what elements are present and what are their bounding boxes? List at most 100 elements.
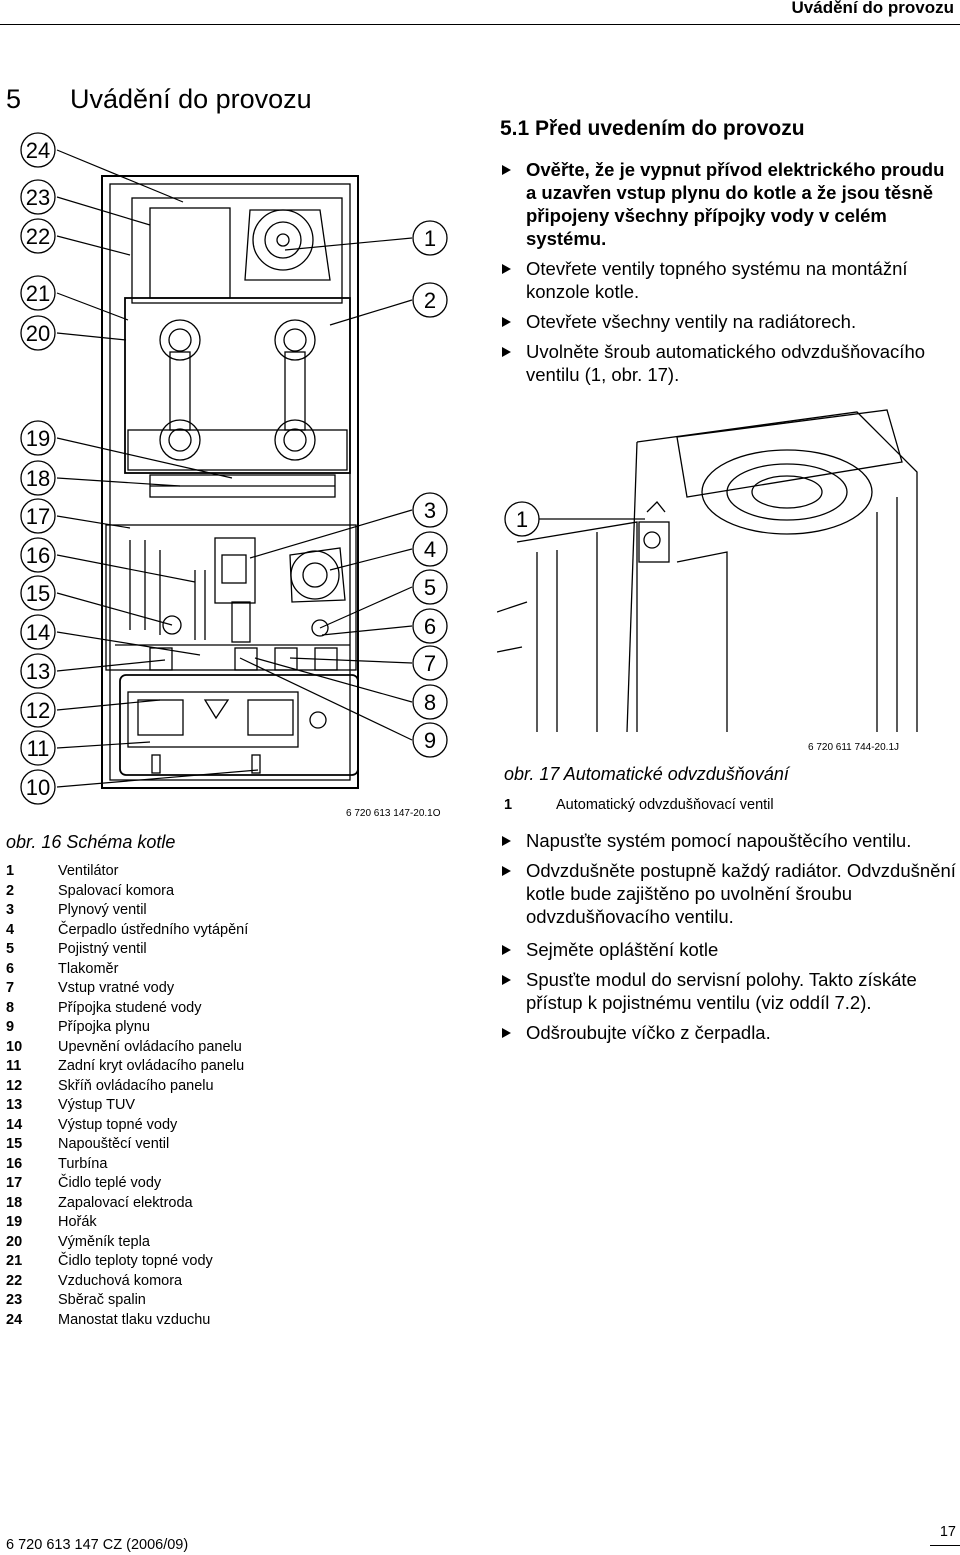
svg-text:20: 20 bbox=[26, 321, 50, 346]
fig16-code: 6 720 613 147-20.1O bbox=[346, 808, 441, 819]
legend-number: 21 bbox=[6, 1253, 23, 1269]
legend-number: 16 bbox=[6, 1155, 23, 1172]
svg-text:9: 9 bbox=[424, 728, 436, 753]
callout-19: 19 bbox=[20, 420, 56, 456]
running-header-title: Uvádění do provozu bbox=[791, 0, 954, 17]
legend-item: 16 Turbína bbox=[6, 1156, 248, 1176]
legend-number: 3 bbox=[6, 902, 15, 918]
svg-text:8: 8 bbox=[424, 690, 436, 715]
bullet-item: Sejměte opláštění kotle bbox=[500, 938, 958, 961]
subsection-title: 5.1 Před uvedením do provozu bbox=[500, 117, 805, 140]
legend-text: Výměník tepla bbox=[58, 1233, 150, 1250]
fig17-caption: obr. 17 Automatické odvzdušňování bbox=[504, 764, 789, 784]
legend-text: Turbína bbox=[58, 1155, 108, 1172]
svg-text:7: 7 bbox=[424, 651, 436, 676]
callout-20: 20 bbox=[20, 315, 56, 351]
svg-text:19: 19 bbox=[26, 426, 50, 451]
callout-13: 13 bbox=[20, 653, 56, 689]
bullet-item: Otevřete všechny ventily na radiátorech. bbox=[500, 310, 958, 333]
legend-item: 18 Zapalovací elektroda bbox=[6, 1195, 248, 1215]
legend-number: 19 bbox=[6, 1214, 23, 1230]
legend-item: 3 Plynový ventil bbox=[6, 902, 248, 922]
legend-item: 19 Hořák bbox=[6, 1214, 248, 1234]
legend-number: 12 bbox=[6, 1077, 23, 1094]
header-rule bbox=[0, 24, 960, 25]
legend-number: 9 bbox=[6, 1019, 15, 1035]
legend-text: Napouštěcí ventil bbox=[58, 1136, 170, 1152]
callout-8: 8 bbox=[412, 684, 448, 720]
fig17-code: 6 720 611 744-20.1J bbox=[808, 742, 900, 753]
legend-text: Sběrač spalin bbox=[58, 1292, 146, 1308]
callout-9: 9 bbox=[412, 722, 448, 758]
legend-item: 20 Výměník tepla bbox=[6, 1234, 248, 1254]
legend-text: Čerpadlo ústředního vytápění bbox=[58, 921, 249, 938]
legend-item: 13 Výstup TUV bbox=[6, 1097, 248, 1117]
legend-number: 18 bbox=[6, 1194, 23, 1211]
bullet-item: Odvzdušněte postupně každý radiátor. Odv… bbox=[500, 859, 958, 928]
legend-text: Výstup TUV bbox=[58, 1097, 136, 1113]
legend-number: 14 bbox=[6, 1116, 23, 1133]
legend-text: Výstup topné vody bbox=[58, 1116, 178, 1133]
legend-text: Plynový ventil bbox=[58, 902, 147, 918]
bullet-item: Napusťte systém pomocí napouštěcího vent… bbox=[500, 829, 958, 852]
svg-text:18: 18 bbox=[26, 466, 50, 491]
legend-item: 14 Výstup topné vody bbox=[6, 1117, 248, 1137]
svg-text:17: 17 bbox=[26, 504, 50, 529]
legend-text: Tlakoměr bbox=[58, 960, 119, 977]
callout-10: 10 bbox=[20, 769, 56, 805]
legend-item: 23 Sběrač spalin bbox=[6, 1292, 248, 1312]
legend-text: Hořák bbox=[58, 1214, 97, 1230]
section-number: 5 bbox=[6, 84, 22, 114]
legend-number: 23 bbox=[6, 1292, 23, 1308]
callout-18: 18 bbox=[20, 460, 56, 496]
svg-text:1: 1 bbox=[516, 507, 528, 532]
bullet-item: Spusťte modul do servisní polohy. Takto … bbox=[500, 968, 958, 1014]
legend-text: Přípojka plynu bbox=[58, 1019, 150, 1035]
bullet-item: Uvolněte šroub automatického odvzdušňova… bbox=[500, 340, 958, 386]
legend-text: Čidlo teplé vody bbox=[58, 1175, 162, 1191]
callout-14: 14 bbox=[20, 614, 56, 650]
legend-number: 4 bbox=[6, 921, 15, 938]
svg-text:6: 6 bbox=[424, 614, 436, 639]
legend-number: 24 bbox=[6, 1311, 23, 1328]
legend-number: 1 bbox=[504, 797, 513, 813]
callout-11: 11 bbox=[20, 730, 56, 766]
legend-number: 8 bbox=[6, 999, 15, 1016]
callout-1: 1 bbox=[504, 501, 540, 537]
svg-text:24: 24 bbox=[26, 138, 50, 163]
legend-item: 9 Přípojka plynu bbox=[6, 1019, 248, 1039]
callout-5: 5 bbox=[412, 569, 448, 605]
bullet-item: Otevřete ventily topného systému na mont… bbox=[500, 257, 958, 303]
legend-item: 2 Spalovací komora bbox=[6, 883, 248, 903]
legend-text: Zapalovací elektroda bbox=[58, 1194, 193, 1211]
legend-number: 1 bbox=[6, 863, 15, 879]
svg-text:11: 11 bbox=[27, 736, 50, 761]
legend-number: 17 bbox=[6, 1175, 23, 1191]
svg-text:16: 16 bbox=[26, 543, 50, 568]
legend-number: 20 bbox=[6, 1233, 23, 1250]
svg-text:21: 21 bbox=[26, 281, 50, 306]
svg-text:2: 2 bbox=[424, 288, 436, 313]
legend-number: 2 bbox=[6, 882, 15, 899]
svg-text:13: 13 bbox=[26, 659, 50, 684]
callout-6: 6 bbox=[412, 608, 448, 644]
footer-doc-code: 6 720 613 147 CZ (2006/09) bbox=[6, 1537, 189, 1553]
callout-3: 3 bbox=[412, 492, 448, 528]
legend-number: 13 bbox=[6, 1097, 23, 1113]
legend-text: Vstup vratné vody bbox=[58, 980, 175, 996]
legend-text: Spalovací komora bbox=[58, 882, 175, 899]
legend-text: Pojistný ventil bbox=[58, 941, 147, 957]
legend-item: 4 Čerpadlo ústředního vytápění bbox=[6, 922, 248, 942]
legend-number: 5 bbox=[6, 941, 15, 957]
callout-2: 2 bbox=[412, 282, 448, 318]
legend-number: 22 bbox=[6, 1272, 23, 1289]
